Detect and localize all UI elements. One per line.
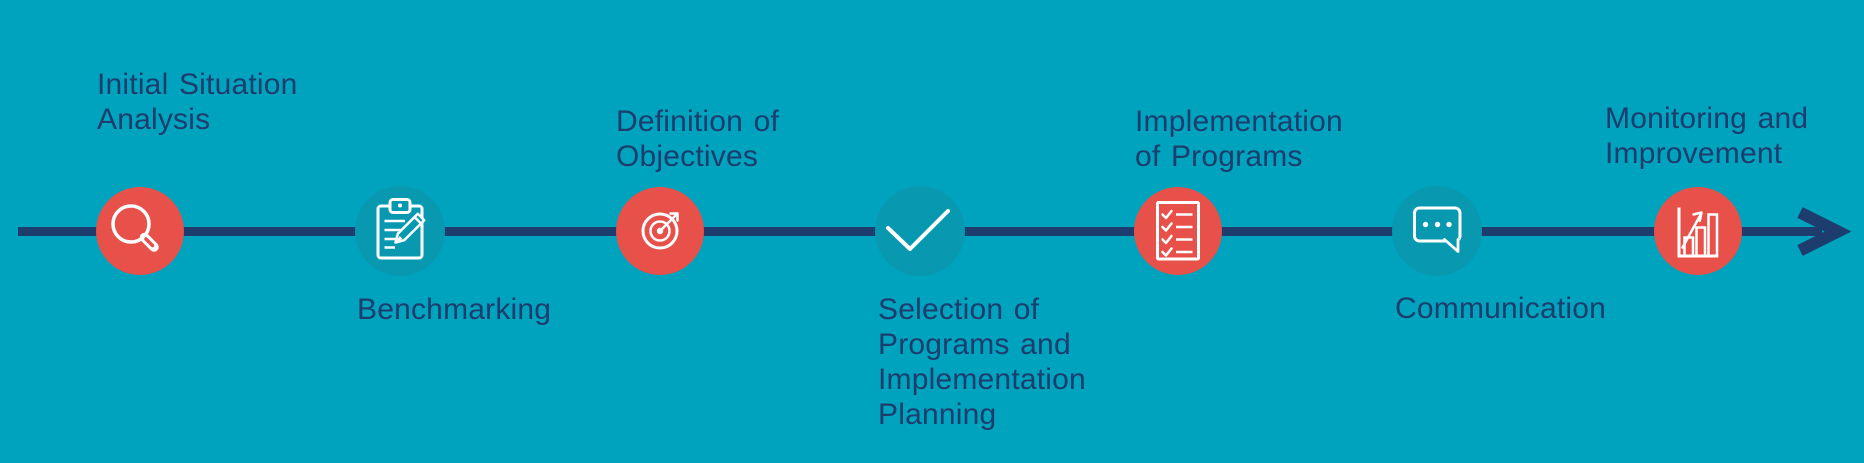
step-node-definition-of-objectives (616, 187, 704, 275)
label-line: Benchmarking (357, 293, 552, 326)
target-icon (641, 212, 679, 250)
label-line: Selection of (878, 293, 1040, 326)
label-line: Implementation (878, 363, 1086, 396)
step-node-monitoring-and-improvement (1654, 187, 1742, 275)
label-line: Communication (1395, 292, 1607, 325)
step-node-benchmarking (355, 186, 445, 276)
label-line: Analysis (97, 103, 211, 136)
label-line: of Programs (1135, 140, 1303, 173)
label-line: Monitoring and (1605, 102, 1809, 135)
step-label-selection-of-programs: Selection of Programs and Implementation… (878, 292, 1086, 432)
label-line: Definition of (616, 105, 780, 138)
step-label-communication: Communication (1395, 291, 1606, 326)
label-line: Objectives (616, 140, 759, 173)
checklist-icon (1156, 201, 1200, 261)
clipboard-pencil-icon (376, 198, 426, 260)
arrowhead-icon (1797, 207, 1852, 256)
step-label-implementation-of-programs: Implementation of Programs (1135, 104, 1343, 174)
step-label-monitoring-and-improvement: Monitoring and Improvement (1605, 101, 1808, 171)
step-node-communication (1392, 186, 1482, 276)
label-line: Improvement (1605, 137, 1783, 170)
step-node-selection-of-programs (875, 186, 965, 276)
label-line: Initial Situation (97, 68, 298, 101)
step-node-implementation-of-programs (1134, 187, 1222, 275)
label-line: Planning (878, 398, 997, 431)
speech-bubble-icon (1413, 206, 1462, 253)
label-line: Implementation (1135, 105, 1343, 138)
magnifier-icon (111, 204, 159, 252)
step-node-initial-situation-analysis (96, 187, 184, 275)
step-label-benchmarking: Benchmarking (357, 292, 551, 327)
step-label-initial-situation-analysis: Initial Situation Analysis (97, 67, 298, 137)
label-line: Programs and (878, 328, 1071, 361)
checkmark-icon (886, 209, 950, 251)
bar-chart-icon (1677, 207, 1719, 258)
step-label-definition-of-objectives: Definition of Objectives (616, 104, 779, 174)
